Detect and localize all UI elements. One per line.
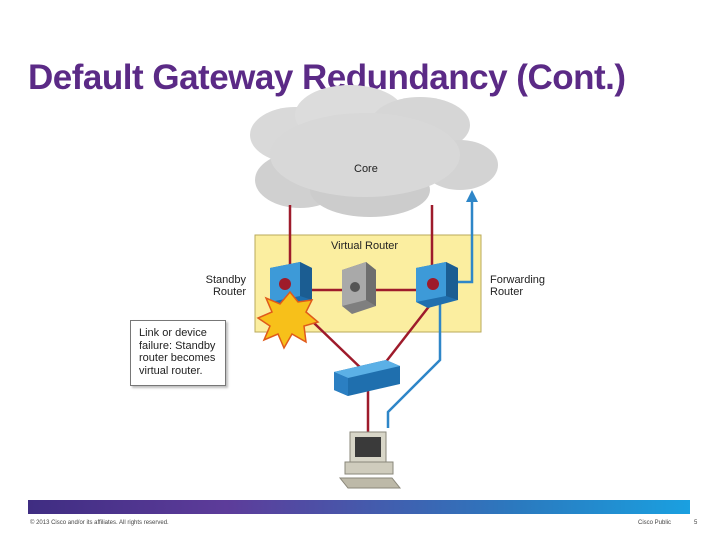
failure-explosion-icon	[256, 290, 320, 350]
switch-icon	[334, 360, 400, 396]
standby-label-line2: Router	[212, 286, 246, 298]
core-label: Core	[354, 163, 378, 175]
page-number: 5	[694, 520, 698, 526]
footer-bar	[28, 500, 690, 514]
forwarding-router-label: Forwarding Router	[490, 274, 545, 298]
forwarding-switch-link	[377, 299, 435, 373]
failure-callout: Link or device failure: Standby router b…	[130, 320, 226, 386]
pc-active-path	[386, 300, 442, 428]
classification-text: Cisco Public	[638, 520, 672, 526]
core-cloud	[250, 85, 498, 217]
virtual-router-icon	[342, 262, 376, 314]
pc-workstation-icon	[338, 431, 402, 489]
standby-router-icon	[270, 262, 312, 308]
virtual-router-label: Virtual Router	[331, 240, 399, 252]
standby-label-line1: Standby	[205, 274, 246, 286]
forwarding-label-line1: Forwarding	[490, 274, 546, 286]
copyright-text: © 2013 Cisco and/or its affiliates. All …	[30, 520, 169, 526]
standby-router-label: Standby Router	[190, 274, 246, 298]
forwarding-label-line2: Router	[490, 286, 524, 298]
forwarding-router-icon	[416, 262, 458, 308]
upstream-arrow	[466, 190, 478, 202]
